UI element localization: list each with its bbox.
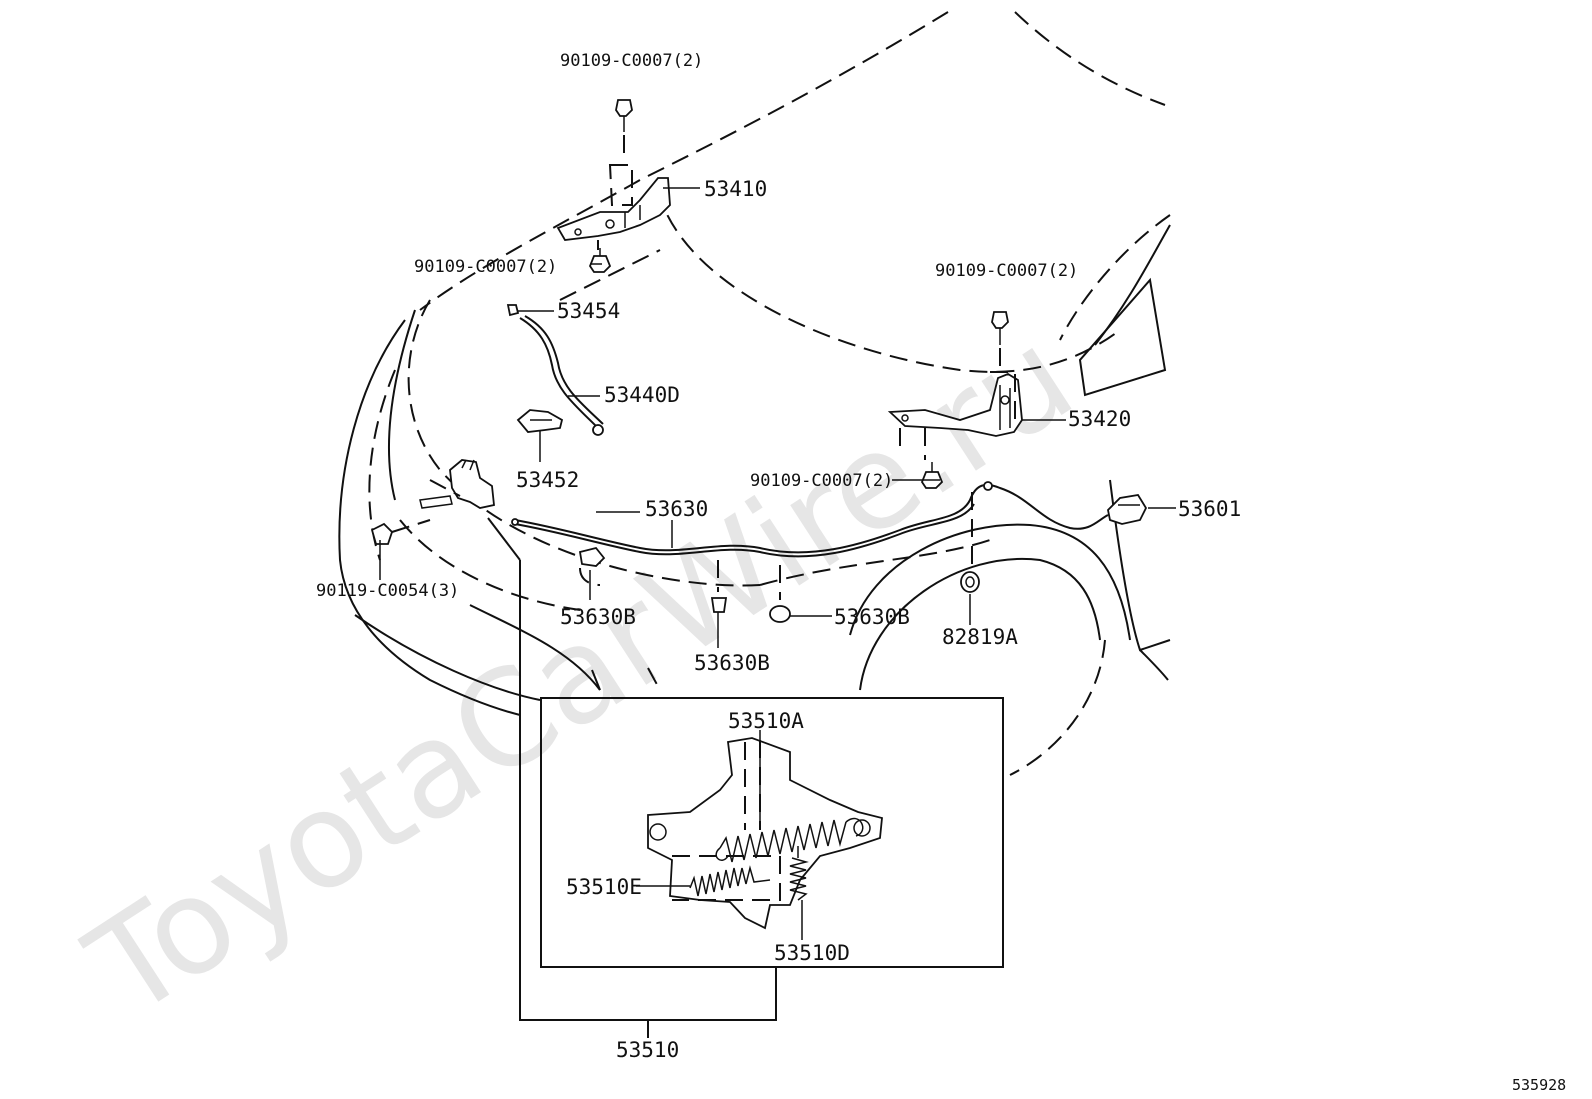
label-clamp-c: 53630B [694, 651, 770, 675]
release-cable [511, 481, 1109, 558]
label-bolt-right-upper: 90109-C0007(2) [935, 261, 1078, 281]
leader-lines [379, 187, 1176, 887]
label-clamp-b: 53630B [834, 605, 910, 629]
label-grommet: 82819A [942, 625, 1018, 649]
bolt-icon [588, 240, 612, 273]
label-prop-holder: 53452 [516, 468, 579, 492]
assembly-bracket [487, 517, 777, 1038]
hood-hinge-right [887, 372, 1023, 437]
hood-hinge-left [556, 177, 671, 241]
clamp-icon [769, 565, 791, 623]
label-hinge-left: 53410 [704, 177, 767, 201]
clamp-icon [710, 560, 728, 640]
release-lever [1107, 494, 1148, 525]
label-spring-d: 53510D [774, 941, 850, 965]
hood-latch [419, 459, 495, 509]
label-prop-clip: 53454 [557, 299, 620, 323]
label-hinge-right: 53420 [1068, 407, 1131, 431]
label-bolt-top: 90109-C0007(2) [560, 51, 703, 71]
detail-box [540, 667, 1004, 968]
latch-bolt-icon [370, 519, 431, 545]
spring-53510d [789, 846, 809, 940]
clamp-icon [578, 546, 606, 586]
bolt-icon [990, 311, 1016, 420]
hood-lock-detail [647, 737, 883, 930]
spring-53510e [689, 865, 771, 897]
label-prop-rod: 53440D [604, 383, 680, 407]
label-spring-a: 53510A [728, 709, 804, 733]
label-bolt-left-lower: 90109-C0007(2) [414, 257, 557, 277]
label-bolt-center: 90109-C0007(2) [750, 471, 893, 491]
label-clamp-a: 53630B [560, 605, 636, 629]
label-latch-bolt: 90119-C0054(3) [316, 581, 459, 601]
grommet-icon [960, 492, 980, 593]
label-release-cable: 53630 [645, 497, 708, 521]
label-spring-e: 53510E [566, 875, 642, 899]
part-labels: 90109-C0007(2) 53410 90109-C0007(2) 9010… [316, 51, 1566, 1094]
diagram-reference-number: 535928 [1512, 1076, 1566, 1094]
bolt-icon [608, 99, 633, 206]
prop-clip-icon [506, 304, 520, 317]
prop-holder [516, 409, 564, 433]
hood-prop-rod [519, 315, 604, 436]
label-release-lever: 53601 [1178, 497, 1241, 521]
label-lock-assy: 53510 [616, 1038, 679, 1062]
spring-53510a [715, 730, 864, 863]
